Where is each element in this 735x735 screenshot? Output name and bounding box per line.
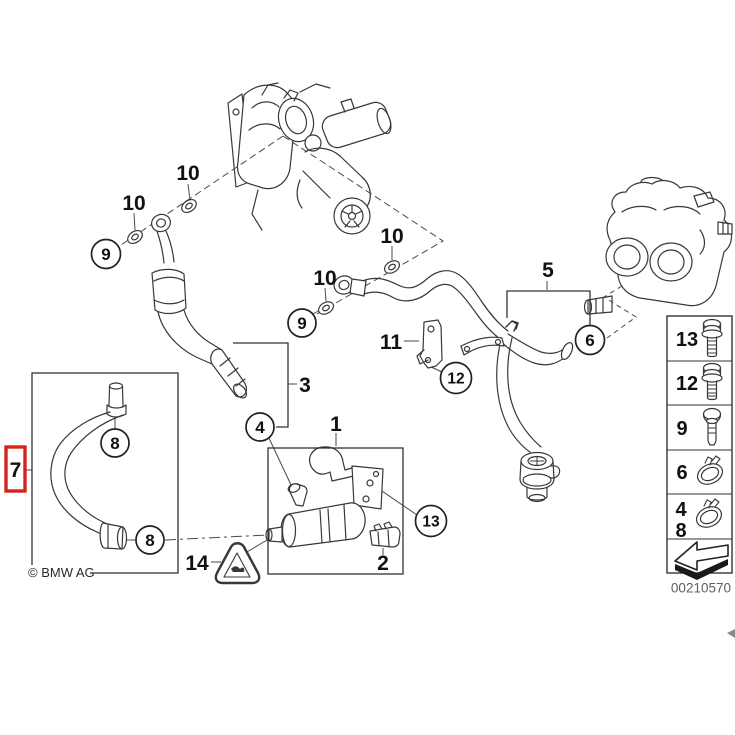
legend-row-arrow[interactable]: [674, 541, 729, 580]
callout-1[interactable]: 1: [330, 413, 342, 436]
callout-2[interactable]: 2: [377, 552, 389, 575]
svg-text:4[interactable]: 4: [675, 499, 687, 521]
turbocharger-sketch: [227, 82, 392, 235]
bracket-11-sketch: [416, 319, 443, 369]
callout-10c[interactable]: 10: [313, 267, 336, 290]
highlighted-callout-7[interactable]: 7: [4, 445, 27, 493]
hex-bolt-icon: [701, 362, 723, 401]
svg-text:4[interactable]: 4: [255, 418, 265, 437]
hose-clamp-icon: [696, 455, 724, 485]
callout-circle-4[interactable]: 4: [245, 412, 275, 442]
plastic-rivet-icon: [702, 407, 722, 446]
svg-text:8[interactable]: 8: [110, 434, 119, 453]
legend-row-6[interactable]: 6: [676, 455, 725, 488]
plain-callouts: 10 10 10 10 3 5 11 1 2 14: [122, 162, 554, 575]
svg-text:12[interactable]: 12: [447, 371, 464, 388]
svg-text:6[interactable]: 6: [585, 331, 594, 350]
svg-text:6[interactable]: 6: [676, 462, 687, 484]
callout-5[interactable]: 5: [542, 259, 554, 282]
callout-circle-6[interactable]: 6: [574, 324, 606, 356]
red-highlight-box: [4, 445, 27, 493]
hose-5-sketch: [333, 270, 574, 503]
svg-text:9[interactable]: 9: [297, 314, 306, 333]
quick-connector-sketch: [519, 451, 561, 503]
bracket-label-5: [506, 290, 591, 325]
view-direction-arrow-icon: [674, 541, 729, 580]
valve-part-2-sketch: [369, 521, 401, 548]
callout-circle-12[interactable]: 12: [439, 361, 473, 395]
group-box-7: [31, 372, 179, 574]
circled-callouts: 9 9 4 6 12 13 8 8: [90, 238, 606, 555]
callout-3[interactable]: 3: [299, 374, 311, 397]
group-box-1: [267, 447, 404, 575]
thermostat-housing-sketch: [583, 176, 733, 315]
hose-3-sketch: [151, 213, 248, 399]
callout-10d[interactable]: 10: [380, 225, 403, 248]
leader-lines: [25, 135, 637, 563]
svg-text:12[interactable]: 12: [676, 373, 698, 395]
legend-sidebar: 13 12 9: [666, 315, 733, 580]
svg-text:9[interactable]: 9: [101, 245, 110, 264]
diagram-number-label: 00210570: [671, 581, 731, 596]
copyright-label: © BMW AG: [28, 565, 95, 580]
legend-row-9[interactable]: 9: [676, 407, 722, 446]
hose-clamp-icon: [695, 498, 723, 528]
callout-circle-8a[interactable]: 8: [100, 428, 130, 458]
hose-7-sketch: [50, 382, 128, 550]
legend-row-4-8[interactable]: 4 8: [675, 498, 724, 542]
legend-dividers: [667, 360, 732, 540]
bracket-label-3: [233, 342, 289, 428]
callout-circle-13[interactable]: 13: [414, 504, 448, 538]
callout-circle-9a[interactable]: 9: [90, 238, 122, 270]
screen-artifact: [727, 629, 735, 638]
legend-row-12[interactable]: 12: [676, 362, 723, 401]
callout-14[interactable]: 14: [185, 552, 209, 575]
callout-10b[interactable]: 10: [122, 192, 145, 215]
callout-7[interactable]: 7: [10, 459, 22, 482]
water-pump-sketch: [265, 446, 384, 548]
legend-row-13[interactable]: 13: [676, 318, 723, 358]
svg-text:9[interactable]: 9: [676, 418, 687, 440]
svg-text:8[interactable]: 8: [145, 531, 154, 550]
callout-11[interactable]: 11: [380, 331, 403, 354]
warning-triangle-icon: [214, 542, 261, 585]
svg-text:13[interactable]: 13: [676, 329, 698, 351]
svg-text:13[interactable]: 13: [422, 514, 440, 531]
copyright-backplate: [26, 565, 90, 579]
callout-circle-8b[interactable]: 8: [135, 525, 165, 555]
callout-10a[interactable]: 10: [176, 162, 199, 185]
svg-text:8[interactable]: 8: [675, 520, 686, 542]
callout-circle-9b[interactable]: 9: [287, 308, 317, 338]
sealing-washers-sketch: [127, 198, 401, 315]
hex-bolt-long-icon: [701, 318, 723, 358]
